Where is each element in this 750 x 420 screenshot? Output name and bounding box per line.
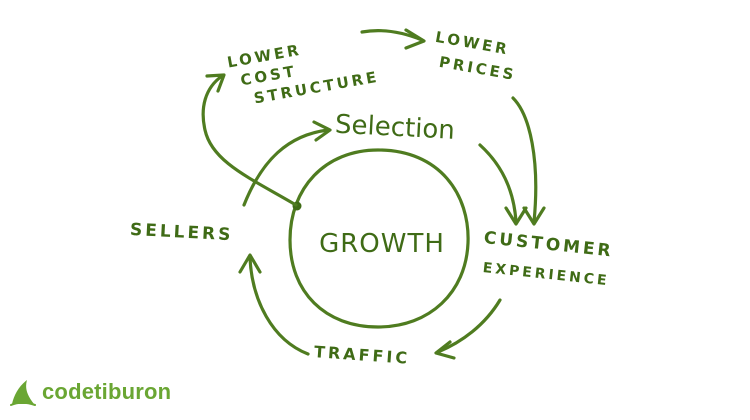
customer-line-1: CUSTOMER <box>483 228 615 262</box>
arrowhead-prices <box>404 28 426 50</box>
arrow-prices-to-customer <box>511 96 538 224</box>
arrowhead-customer-left <box>504 206 528 226</box>
arrow-customer-to-traffic <box>436 298 502 354</box>
node-traffic: TRAFFIC <box>313 342 410 368</box>
growth-circle <box>288 148 470 329</box>
arrow-growth-to-cost <box>201 74 298 207</box>
brand-name: codetiburon <box>42 379 172 404</box>
arrow-traffic-to-sellers <box>248 256 310 356</box>
node-selection: Selection <box>334 110 455 146</box>
node-lower-prices: LOWER PRICES <box>434 28 518 84</box>
shark-fin-icon <box>10 380 36 406</box>
node-lower-cost-structure: LOWER COST STRUCTURE <box>226 41 381 108</box>
arrow-sellers-to-selection <box>242 128 330 207</box>
arrowhead-selection <box>312 120 332 142</box>
arrowhead-sellers <box>238 253 262 274</box>
arrowhead-customer-right <box>522 206 546 226</box>
arrow-selection-to-customer <box>478 143 518 224</box>
node-customer-experience: CUSTOMER EXPERIENCE <box>482 228 615 289</box>
center-label: GROWTH <box>319 229 445 259</box>
arrowhead-cost <box>205 73 226 93</box>
arrowhead-traffic <box>434 340 456 360</box>
brand-logo: codetiburon <box>10 372 171 412</box>
node-sellers: SELLERS <box>130 220 234 245</box>
customer-line-2: EXPERIENCE <box>482 260 610 289</box>
